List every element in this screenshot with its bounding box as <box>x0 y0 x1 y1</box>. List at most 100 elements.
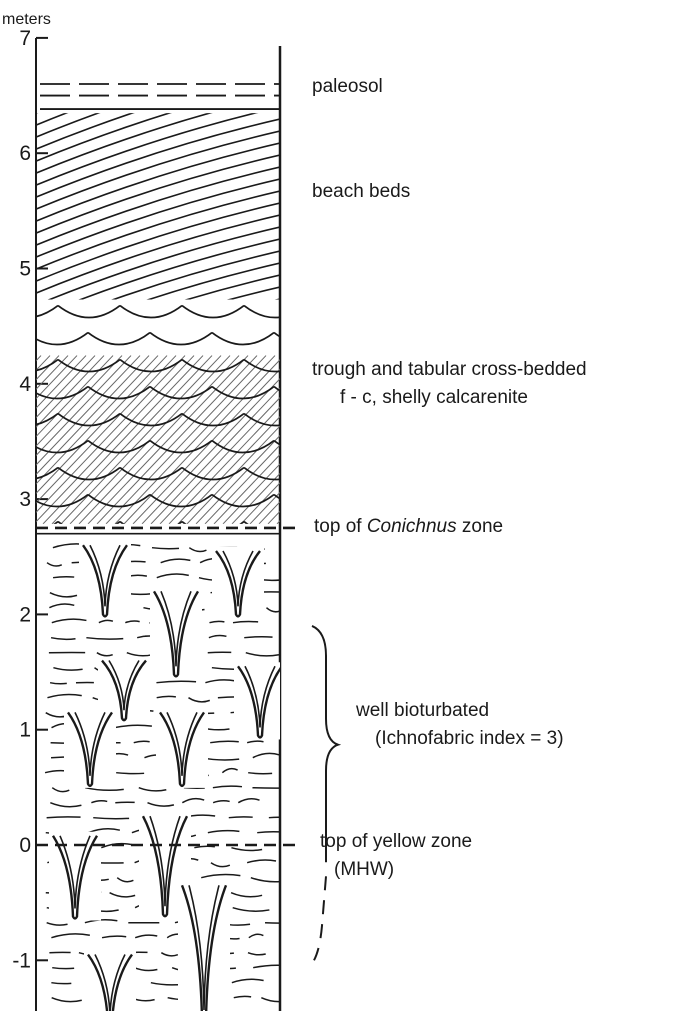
lamina-line <box>36 113 213 174</box>
hatch-line <box>123 359 280 524</box>
hatch-line <box>159 396 280 524</box>
cross-bed-trough <box>57 412 121 427</box>
hatch-line <box>132 368 280 524</box>
lamina-line <box>146 262 280 300</box>
hatch-line <box>286 356 446 524</box>
bracket-curve <box>311 625 342 863</box>
tick-label: 7 <box>19 27 31 50</box>
tick-label: 1 <box>19 719 31 742</box>
conichnus-burrow <box>156 708 208 788</box>
bioturbated-lamina <box>231 978 264 984</box>
bioturbated-lamina <box>156 695 176 699</box>
cross-bed-trough <box>181 412 245 427</box>
cross-bed-trough <box>243 412 280 427</box>
burrow-outer <box>180 884 228 1011</box>
bioturbated-lamina <box>233 995 252 999</box>
conichnus-burrow <box>79 541 131 619</box>
bioturbated-lamina <box>47 693 82 699</box>
hatch-line <box>177 415 280 524</box>
lamina-line <box>226 286 280 300</box>
burrow-outer <box>82 544 128 618</box>
lamina-line <box>78 238 280 300</box>
bioturbated-lamina <box>221 767 238 774</box>
bioturbated-lamina <box>49 592 78 598</box>
tick-label: 3 <box>19 488 31 511</box>
hatch-line <box>168 406 280 524</box>
burrow-outer <box>159 711 205 788</box>
lamina-line <box>36 154 280 234</box>
lamina-line <box>36 113 39 114</box>
bioturbated-lamina <box>250 876 280 883</box>
burrow-inner <box>59 835 91 909</box>
lamina-line <box>36 178 280 258</box>
tick-label: 6 <box>19 142 31 165</box>
cross-bed-trough <box>36 493 89 508</box>
burrow-outer <box>215 550 261 618</box>
annotations: paleosol beach beds trough and tabular c… <box>312 76 587 880</box>
hatch-line <box>36 355 195 523</box>
lithology-patterns <box>0 83 446 1011</box>
tick-label: 5 <box>19 258 31 281</box>
bioturbated-lamina <box>261 997 280 1003</box>
bioturbated-lamina <box>156 573 189 579</box>
tick-label: 4 <box>19 373 31 396</box>
lamina-line <box>36 311 280 389</box>
bioturbated-lamina <box>52 966 75 970</box>
hatch-line <box>36 355 186 514</box>
bioturbated-lamina <box>231 846 263 852</box>
bioturbated-lamina <box>181 797 205 804</box>
bioturbated-lamina <box>160 558 191 564</box>
bioturbated-lamina <box>134 934 158 939</box>
bioturbated-lamina <box>138 786 167 792</box>
cross-bed-trough <box>87 385 151 400</box>
label-bioturbated-line2: (Ichnofabric index = 3) <box>375 728 564 749</box>
cross-bed-trough <box>243 304 280 319</box>
hatch-line <box>51 355 213 524</box>
cross-bed-trough <box>273 385 280 392</box>
burrow-inner <box>89 544 121 607</box>
conichnus-burrow <box>178 881 230 1011</box>
bioturbated-lamina <box>51 981 72 985</box>
lamina-line <box>184 274 280 300</box>
conichnus-burrow <box>64 708 116 788</box>
cross-bed-trough <box>36 412 59 426</box>
hatch-line <box>69 355 231 524</box>
hatch-line <box>195 434 280 524</box>
lamina-line <box>36 202 280 282</box>
cross-bed-trough <box>57 358 121 373</box>
hatch-line <box>0 356 5 524</box>
bioturbated-lamina <box>212 785 243 789</box>
hatch-line <box>204 444 280 524</box>
hatch-line <box>42 355 204 524</box>
bioturbated-lamina <box>51 618 87 624</box>
cross-bed-trough <box>211 439 275 454</box>
cross-bed-trough <box>119 412 183 427</box>
bioturbated-lamina <box>113 724 152 729</box>
cross-bed-trough <box>243 466 280 481</box>
bioturbated-lamina <box>96 652 113 657</box>
hatch-line <box>231 472 280 524</box>
bioturbated-lamina <box>109 892 136 898</box>
burrow-inner <box>94 954 126 1011</box>
column <box>0 46 446 1011</box>
bioturbated-lamina <box>46 562 63 567</box>
marker-lines <box>36 526 300 847</box>
cross-bed-trough <box>119 304 183 319</box>
bioturbated-lamina <box>126 651 153 657</box>
hatch-line <box>240 482 280 524</box>
cross-bed-trough <box>181 358 245 373</box>
bioturbated-lamina <box>160 952 179 957</box>
bioturbated-lamina <box>49 603 75 609</box>
bioturbated-lamina <box>101 935 127 939</box>
conichnus-burrow <box>150 587 202 679</box>
conichnus-burrow <box>84 950 136 1011</box>
bioturbated-lamina <box>208 634 227 639</box>
bioturbated-lamina <box>253 964 280 969</box>
bioturbated-lamina <box>205 679 236 684</box>
bioturbated-lamina <box>246 859 277 864</box>
cross-bed-trough <box>36 385 89 400</box>
bioturbated-unit <box>36 532 280 1011</box>
burrow-outer <box>67 711 113 788</box>
cross-bed-trough <box>36 466 59 480</box>
